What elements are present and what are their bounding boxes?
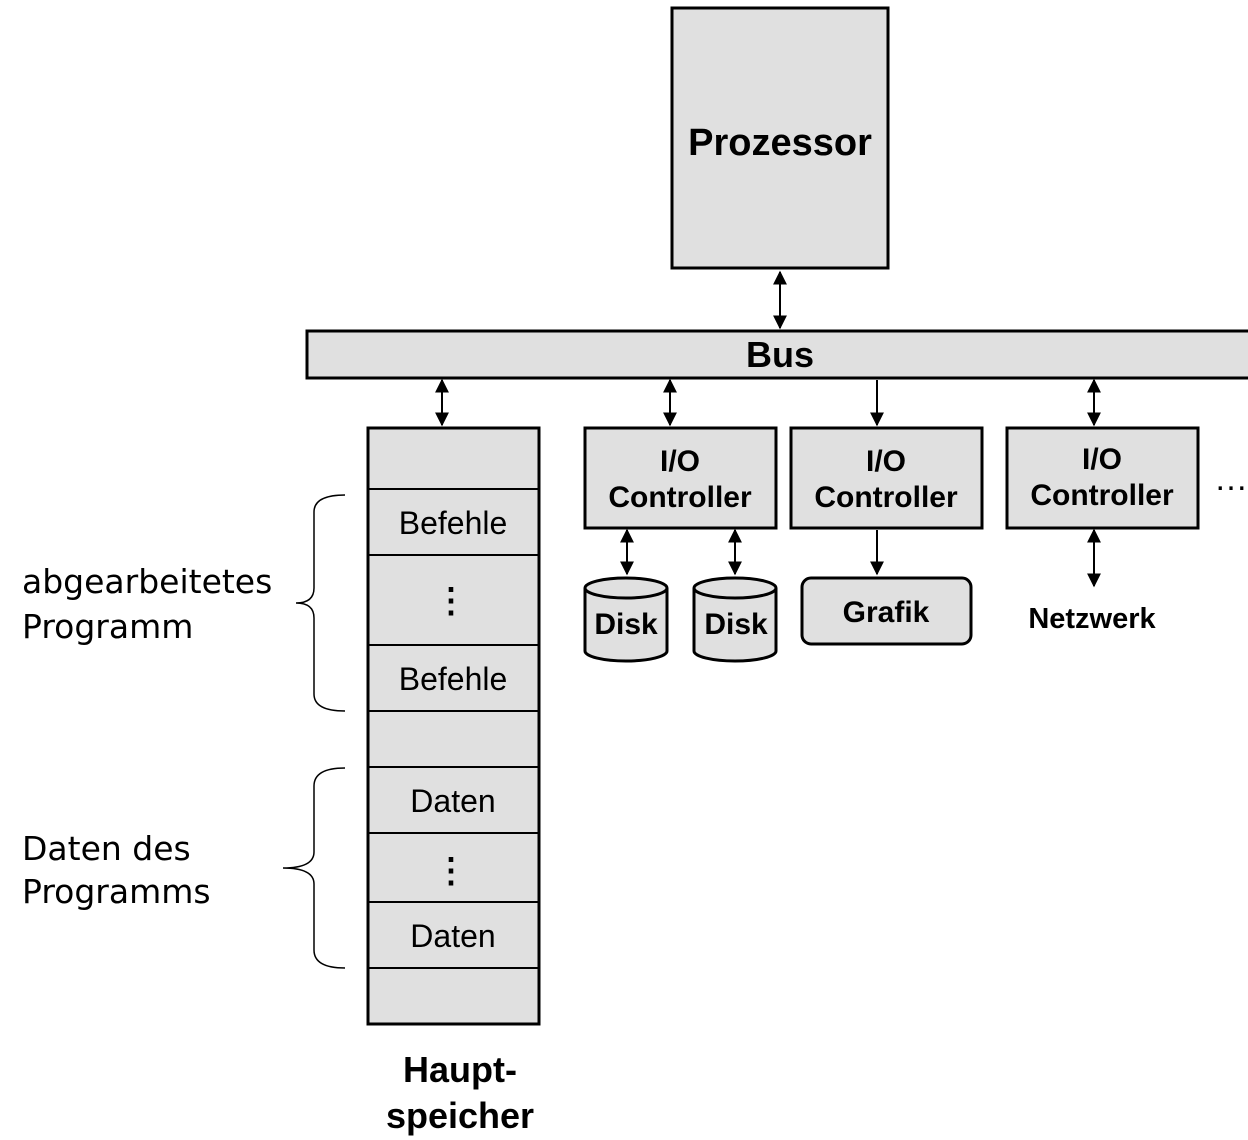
io-controller-1-line2: Controller <box>608 481 752 514</box>
processor-label: Prozessor <box>688 122 872 164</box>
io-controller-3-line1: I/O <box>1082 443 1122 476</box>
memory-cell-befehle-1: Befehle <box>399 505 508 541</box>
data-annotation-line1: Daten des <box>22 829 191 868</box>
io-controller-3: I/O Controller <box>1005 426 1200 530</box>
disk-1-cylinder: Disk <box>583 576 669 663</box>
io-controller-2-line2: Controller <box>814 481 958 514</box>
io-controller-3-line2: Controller <box>1030 479 1174 512</box>
memory-cell-daten-2: Daten <box>410 918 495 954</box>
memory-caption-line1: Haupt- <box>403 1049 517 1090</box>
program-annotation-line2: Programm <box>22 607 193 646</box>
more-controllers-ellipsis: … <box>1214 460 1248 498</box>
memory-caption-line2: speicher <box>386 1095 534 1136</box>
io-controller-2: I/O Controller <box>789 426 984 530</box>
data-brace <box>282 767 346 969</box>
io-controller-1-line1: I/O <box>660 445 700 478</box>
program-brace <box>295 494 346 712</box>
disk-2-cylinder: Disk <box>692 576 778 663</box>
memory-cell-ellipsis-1: ⋮ <box>434 582 468 620</box>
disk-2-label: Disk <box>704 608 768 641</box>
io-controller-1: I/O Controller <box>583 426 778 530</box>
grafik-device: Grafik <box>800 576 973 646</box>
main-memory: Befehle ⋮ Befehle Daten ⋮ Daten <box>366 426 541 1026</box>
disk-1-label: Disk <box>594 608 658 641</box>
program-annotation-line1: abgearbeitetes <box>22 562 272 601</box>
processor-block: Prozessor <box>670 6 890 270</box>
memory-cell-ellipsis-2: ⋮ <box>434 852 468 890</box>
memory-cell-befehle-2: Befehle <box>399 661 508 697</box>
data-annotation-line2: Programms <box>22 872 211 911</box>
bus-label: Bus <box>746 334 814 375</box>
netzwerk-label: Netzwerk <box>1028 603 1156 635</box>
memory-cell-daten-1: Daten <box>410 783 495 819</box>
io-controller-2-line1: I/O <box>866 445 906 478</box>
bus-block: Bus <box>305 329 1248 380</box>
grafik-label: Grafik <box>843 596 930 629</box>
